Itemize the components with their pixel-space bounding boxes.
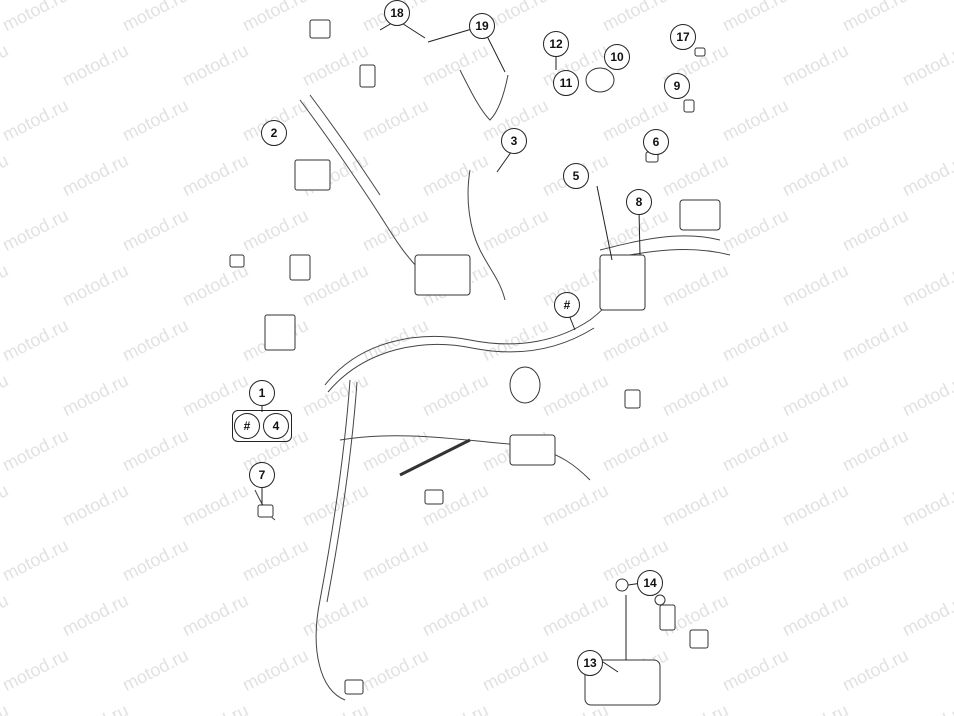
- sensor-9: [683, 99, 695, 113]
- connector-top-1: [309, 19, 331, 39]
- main-harness-trunk: [324, 269, 631, 386]
- lower-cross-run: [339, 435, 591, 481]
- callout-19: 19: [469, 13, 495, 39]
- grommet-10: [585, 67, 615, 93]
- connector-mid-3: [229, 254, 245, 268]
- grommet-14: [615, 578, 629, 592]
- fuse-box: [599, 254, 646, 311]
- callout-18: 18: [384, 0, 410, 26]
- callout-4: 4: [263, 413, 289, 439]
- top-cable: [459, 69, 509, 121]
- ecu-module: [584, 659, 661, 706]
- callout-11: 11: [553, 70, 579, 96]
- callout-2: 2: [261, 120, 287, 146]
- center-harness: [467, 169, 506, 301]
- connector-right-2: [659, 604, 676, 631]
- callout-1: 1: [249, 380, 275, 406]
- callout-9: 9: [664, 73, 690, 99]
- connector-cluster-left: [294, 159, 331, 191]
- callout-8: 8: [626, 189, 652, 215]
- plug-main: [509, 366, 541, 404]
- relay-block: [414, 254, 471, 296]
- callout-14: 14: [637, 570, 663, 596]
- connector-top-2: [359, 64, 376, 88]
- front-harness-branch-2: [326, 381, 358, 603]
- callout-hash-group: #: [234, 413, 260, 439]
- callout-13: 13: [577, 650, 603, 676]
- upper-left-harness: [299, 99, 421, 271]
- callout-10: 10: [604, 44, 630, 70]
- callout-3: 3: [501, 128, 527, 154]
- right-harness: [599, 235, 721, 251]
- main-harness-trunk-2: [327, 327, 595, 393]
- connector-mid-2: [424, 489, 444, 505]
- connector-right-3: [689, 629, 709, 649]
- cable-hatched: [399, 438, 471, 477]
- upper-left-harness-2: [309, 94, 381, 196]
- connector-small-1: [264, 314, 296, 351]
- callout-12: 12: [543, 31, 569, 57]
- front-harness-branch: [315, 379, 351, 701]
- connector-7: [257, 504, 274, 518]
- callout-1-group-box: [232, 410, 292, 442]
- connector-bottom: [344, 679, 364, 695]
- callout-5: 5: [563, 163, 589, 189]
- grommet-14b: [654, 594, 666, 606]
- callout-17: 17: [670, 24, 696, 50]
- clip-17: [694, 47, 706, 57]
- connector-mid: [624, 389, 641, 409]
- callout-7: 7: [249, 462, 275, 488]
- junction-block: [509, 434, 556, 466]
- callout-6: 6: [643, 129, 669, 155]
- connector-right-1: [679, 199, 721, 231]
- callout-hash-main: #: [554, 292, 580, 318]
- connector-small-2: [289, 254, 311, 281]
